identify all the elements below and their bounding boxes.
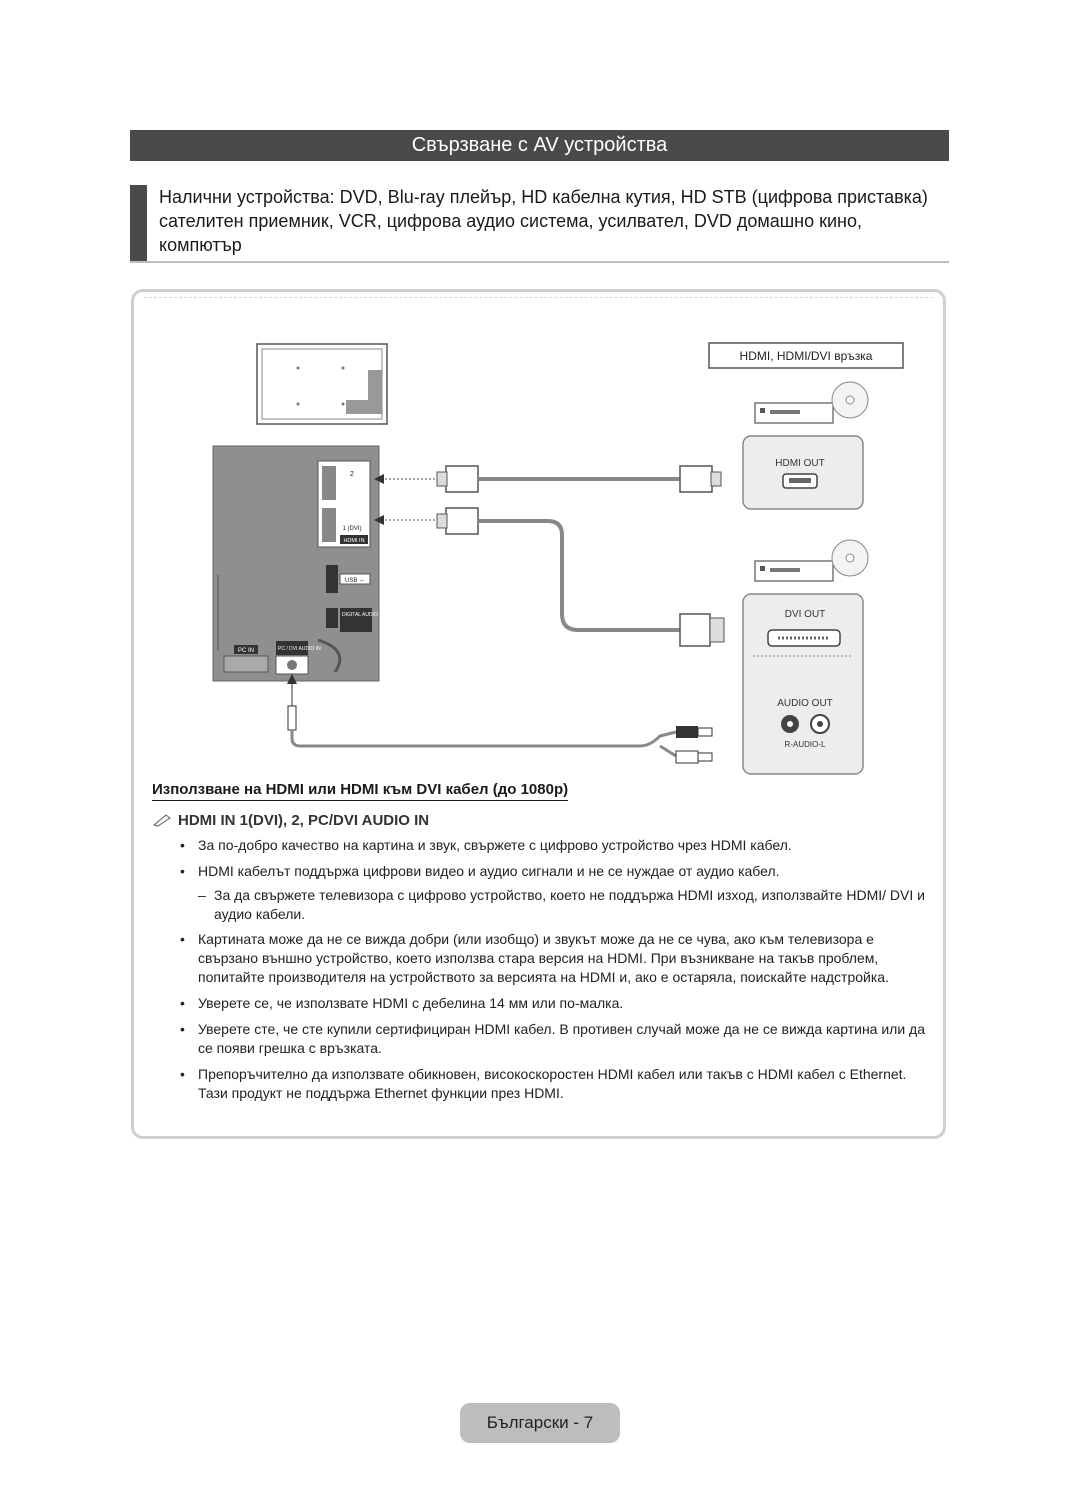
bullet-item: Уверете сте, че сте купили сертифициран …	[180, 1020, 935, 1058]
r-audio-l-label: R-AUDIO-L	[785, 740, 826, 749]
bullet-item: Препоръчително да използвате обикновен, …	[180, 1065, 935, 1103]
sub-bullet-item: За да свържете телевизора с цифрово устр…	[180, 886, 935, 924]
tv-thumbnail-icon	[256, 343, 388, 425]
audio-cable	[287, 705, 713, 764]
hdmi-insert-arrows	[287, 474, 435, 706]
hdmi-out-label: HDMI OUT	[775, 458, 824, 469]
digital-audio-label: DIGITAL AUDIO OUT (OPTICAL)	[342, 612, 416, 618]
panel-dashed-line	[144, 297, 933, 298]
bullet-list: За по-добро качество на картина и звук, …	[180, 836, 935, 1110]
port-2-label: 2	[350, 471, 354, 478]
connection-diagram: 2 1 (DVI) HDMI IN USB ⇔ DIGITAL AUDIO OU…	[212, 342, 904, 775]
hdmi-in-label: HDMI IN	[343, 538, 364, 544]
computer-device-icon	[754, 539, 869, 582]
section-title: Свързване с AV устройства	[130, 130, 949, 161]
hdmi-cable-top	[436, 465, 722, 493]
subheading: Използване на HDMI или HDMI към DVI кабе…	[152, 781, 569, 801]
pencil-icon	[152, 814, 172, 827]
connection-label: HDMI, HDMI/DVI връзка	[740, 349, 873, 363]
intro-stripe	[130, 185, 147, 261]
bullet-item: Картината може да не се вижда добри (или…	[180, 930, 935, 987]
intro-block: Налични устройства: DVD, Blu-ray плейър,…	[130, 185, 949, 263]
audio-out-label: AUDIO OUT	[777, 698, 833, 709]
player-device-icon	[754, 381, 869, 424]
pc-in-label: PC IN	[238, 648, 254, 654]
dvi-out-label: DVI OUT	[785, 609, 826, 620]
bullet-item: За по-добро качество на картина и звук, …	[180, 836, 935, 855]
hdmi-dvi-cable	[436, 507, 725, 647]
port-1dvi-label: 1 (DVI)	[342, 526, 361, 532]
connection-panel	[131, 289, 946, 1139]
pc-dvi-audio-label: PC / DVI AUDIO IN	[278, 646, 321, 652]
note-line: HDMI IN 1(DVI), 2, PC/DVI AUDIO IN	[152, 812, 429, 829]
page-footer: Български - 7	[460, 1403, 620, 1443]
tv-back-panel: 2 1 (DVI) HDMI IN USB ⇔ DIGITAL AUDIO OU…	[212, 445, 416, 682]
bullet-item: HDMI кабелът поддържа цифрови видео и ау…	[180, 862, 935, 881]
note-text: HDMI IN 1(DVI), 2, PC/DVI AUDIO IN	[178, 812, 430, 829]
intro-text: Налични устройства: DVD, Blu-ray плейър,…	[159, 187, 928, 255]
bullet-item: Уверете се, че използвате HDMI с дебелин…	[180, 994, 935, 1013]
svg-text:USB ⇔: USB ⇔	[345, 578, 365, 584]
